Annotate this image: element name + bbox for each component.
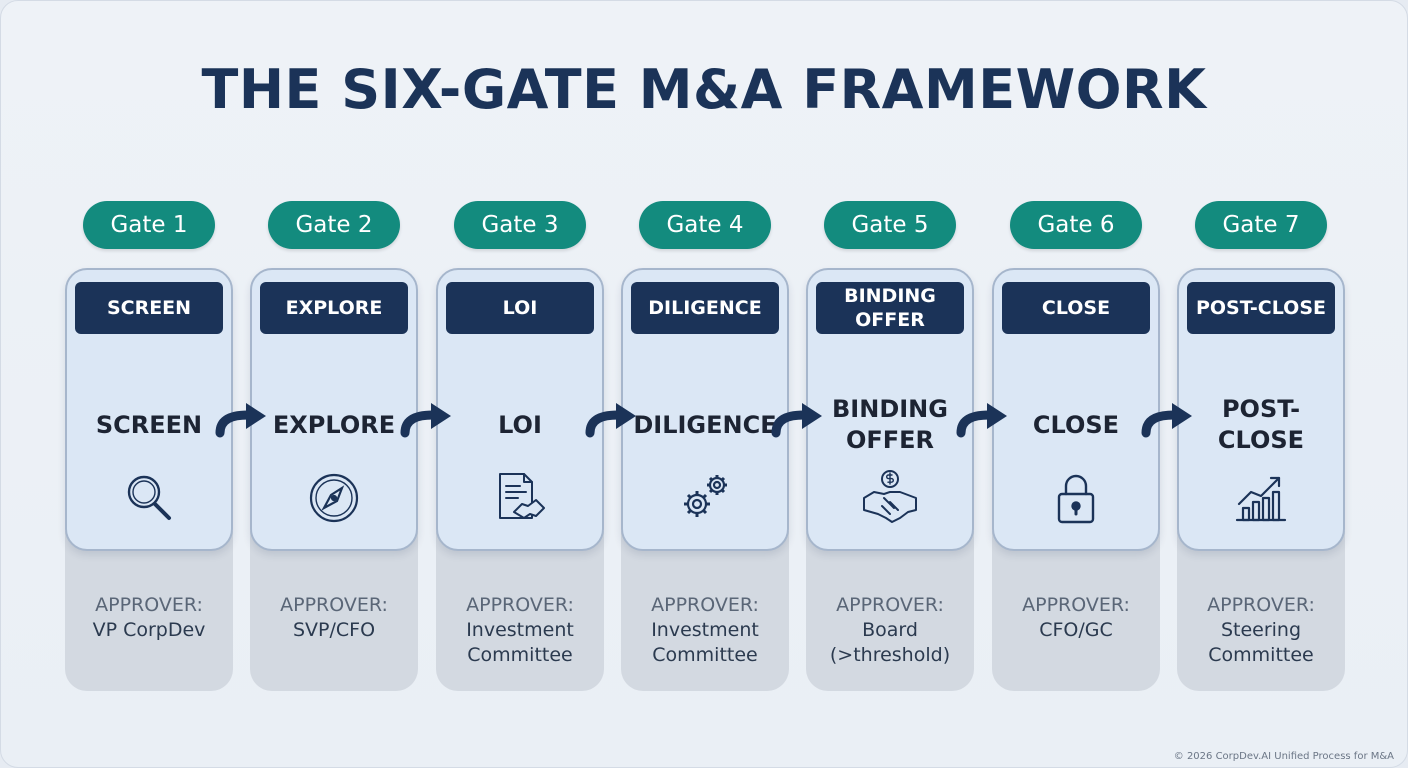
stage-name: POST-CLOSE: [1217, 395, 1305, 454]
arrow-icon: [399, 399, 455, 439]
arrow-icon: [584, 399, 640, 439]
approver-name: Steering Committee: [1208, 619, 1314, 666]
approver-label: APPROVER:: [836, 594, 944, 616]
copyright-footer: © 2026 CorpDev.AI Unified Process for M&…: [1173, 751, 1394, 762]
approver-name: Investment Committee: [651, 619, 759, 666]
stage-name: EXPLORE: [272, 410, 396, 439]
stage-card: CLOSE CLOSE: [992, 268, 1160, 551]
approver-text: APPROVER: Investment Committee: [436, 593, 604, 668]
arrow-icon: [955, 399, 1011, 439]
stage-header: BINDING OFFER: [816, 282, 964, 334]
stage-card: SCREEN SCREEN: [65, 268, 233, 551]
approver-text: APPROVER: SVP/CFO: [250, 593, 418, 643]
approver-label: APPROVER:: [466, 594, 574, 616]
gate-pill: Gate 4: [639, 201, 771, 249]
stage-name: SCREEN: [95, 410, 203, 439]
approver-name: Board (>threshold): [829, 619, 951, 666]
stage-name: LOI: [498, 410, 542, 439]
approver-name: VP CorpDev: [92, 619, 206, 641]
stage-name: BINDING OFFER: [832, 395, 948, 454]
stage-card: LOI LOI: [436, 268, 604, 551]
compass-icon: [304, 468, 364, 528]
approver-name: CFO/GC: [1039, 619, 1113, 641]
gate-4: APPROVER: Investment Committee DILIGENCE…: [621, 201, 789, 691]
approver-text: APPROVER: Board (>threshold): [806, 593, 974, 668]
stage-header: EXPLORE: [260, 282, 408, 334]
gate-pill: Gate 6: [1010, 201, 1142, 249]
gate-pill: Gate 1: [83, 201, 215, 249]
approver-name: Investment Committee: [466, 619, 574, 666]
stage-name: CLOSE: [1032, 410, 1120, 439]
approver-label: APPROVER:: [95, 594, 203, 616]
approver-text: APPROVER: VP CorpDev: [65, 593, 233, 643]
approver-name: SVP/CFO: [292, 619, 376, 641]
approver-box: [806, 531, 974, 691]
approver-box: [621, 531, 789, 691]
stage-card: POST-CLOSE POST-CLOSE: [1177, 268, 1345, 551]
gate-7: APPROVER: Steering Committee POST-CLOSE …: [1177, 201, 1345, 691]
approver-label: APPROVER:: [1207, 594, 1315, 616]
gate-2: APPROVER: SVP/CFO EXPLORE EXPLORE Gate 2: [250, 201, 418, 691]
arrow-icon: [1140, 399, 1196, 439]
approver-box: [65, 531, 233, 691]
diagram-title: THE SIX-GATE M&A FRAMEWORK: [201, 58, 1207, 121]
stage-card: EXPLORE EXPLORE: [250, 268, 418, 551]
stage-card: BINDING OFFER BINDING OFFER: [806, 268, 974, 551]
approver-box: [436, 531, 604, 691]
approver-box: [1177, 531, 1345, 691]
stage-header: CLOSE: [1002, 282, 1150, 334]
stage-name: DILIGENCE: [633, 410, 777, 439]
approver-box: [250, 531, 418, 691]
magnifier-icon: [119, 468, 179, 528]
stage-header: LOI: [446, 282, 594, 334]
arrow-icon: [770, 399, 826, 439]
gate-pill: Gate 2: [268, 201, 400, 249]
growth-chart-icon: [1231, 468, 1291, 528]
gate-5: APPROVER: Board (>threshold) BINDING OFF…: [806, 201, 974, 691]
stage-card: DILIGENCE DILIGENCE: [621, 268, 789, 551]
approver-text: APPROVER: CFO/GC: [992, 593, 1160, 643]
document-handshake-icon: [490, 468, 550, 528]
approver-label: APPROVER:: [280, 594, 388, 616]
approver-box: [992, 531, 1160, 691]
gears-icon: [675, 468, 735, 528]
stage-header: SCREEN: [75, 282, 223, 334]
gate-1: APPROVER: VP CorpDev SCREEN SCREEN Gate …: [65, 201, 233, 691]
padlock-icon: [1046, 468, 1106, 528]
gate-3: APPROVER: Investment Committee LOI LOI G…: [436, 201, 604, 691]
gate-pill: Gate 5: [824, 201, 956, 249]
approver-text: APPROVER: Steering Committee: [1177, 593, 1345, 668]
gate-pill: Gate 3: [454, 201, 586, 249]
gate-pill: Gate 7: [1195, 201, 1327, 249]
approver-label: APPROVER:: [1022, 594, 1130, 616]
stage-header: POST-CLOSE: [1187, 282, 1335, 334]
approver-label: APPROVER:: [651, 594, 759, 616]
arrow-icon: [214, 399, 270, 439]
approver-text: APPROVER: Investment Committee: [621, 593, 789, 668]
stage-header: DILIGENCE: [631, 282, 779, 334]
gate-6: APPROVER: CFO/GC CLOSE CLOSE Gate 6: [992, 201, 1160, 691]
handshake-dollar-icon: [860, 468, 920, 528]
